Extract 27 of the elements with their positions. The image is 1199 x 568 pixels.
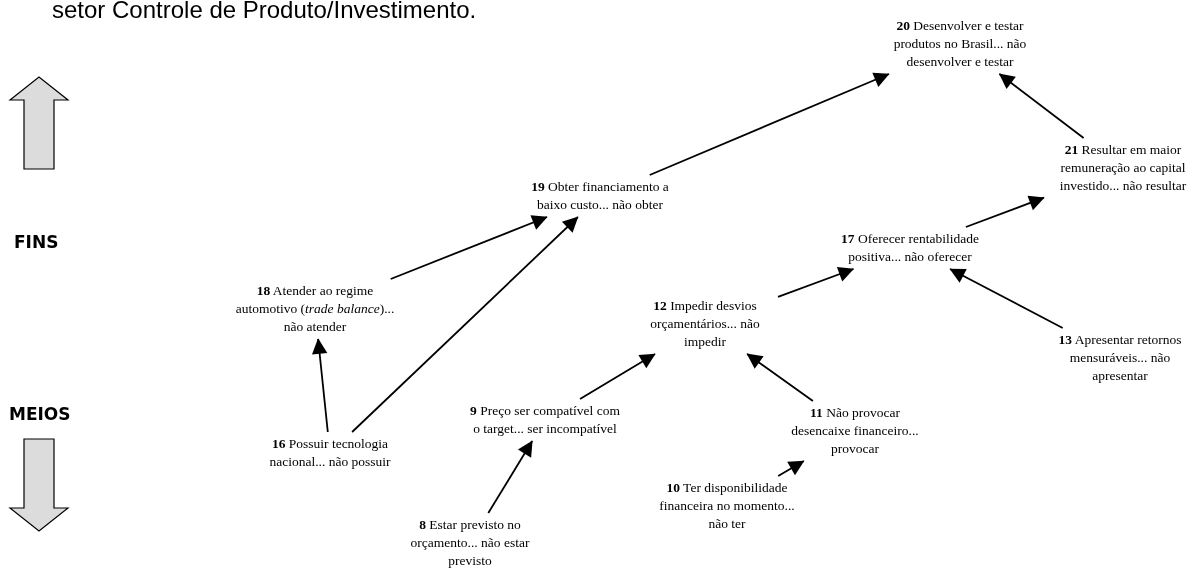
objective-text: 18 Atender ao regime automotivo (trade balance)... não atender [230, 282, 400, 336]
objective-text: 19 Obter financiamento a baixo custo... não obter [515, 178, 685, 214]
arrow [777, 266, 855, 298]
axis-label: MEIOS [9, 404, 71, 424]
objective-text: 10 Ter disponibilidade financeira no momento... não ter [657, 479, 797, 533]
objective-text: 12 Impedir desvios orçamentários... não impedir [635, 297, 775, 351]
arrow [351, 216, 579, 433]
arrow [389, 215, 548, 280]
arrow [998, 73, 1085, 139]
arrow [648, 72, 890, 176]
objective-text: 16 Possuir tecnologia nacional... não possuir [250, 435, 410, 471]
arrow [487, 440, 534, 514]
objective-text: 17 Oferecer rentabilidade positiva... não oferecer [830, 230, 990, 266]
arrow [312, 338, 329, 433]
caption: setor Controle de Produto/Investimento. [52, 0, 477, 24]
arrow [949, 268, 1064, 329]
objective-text: 8 Estar previsto no orçamento... não estar previsto [395, 516, 545, 568]
objective-text: 9 Preço ser compatível com o target... ser incompatível [465, 402, 625, 438]
arrow [965, 195, 1045, 228]
objective-text: 20 Desenvolver e testar produtos no Brasil... não desenvolver e testar [880, 17, 1040, 71]
axis-label: FINS [14, 232, 59, 252]
objective-text: 21 Resultar em maior remuneração ao capital investido... não resultar [1047, 141, 1199, 195]
objective-text: 13 Apresentar retornos mensuráveis... não apresentar [1045, 331, 1195, 385]
arrow [746, 353, 814, 402]
arrow [777, 460, 805, 477]
objective-text: 11 Não provocar desencaixe financeiro... provocar [785, 404, 925, 458]
arrow [579, 353, 656, 400]
